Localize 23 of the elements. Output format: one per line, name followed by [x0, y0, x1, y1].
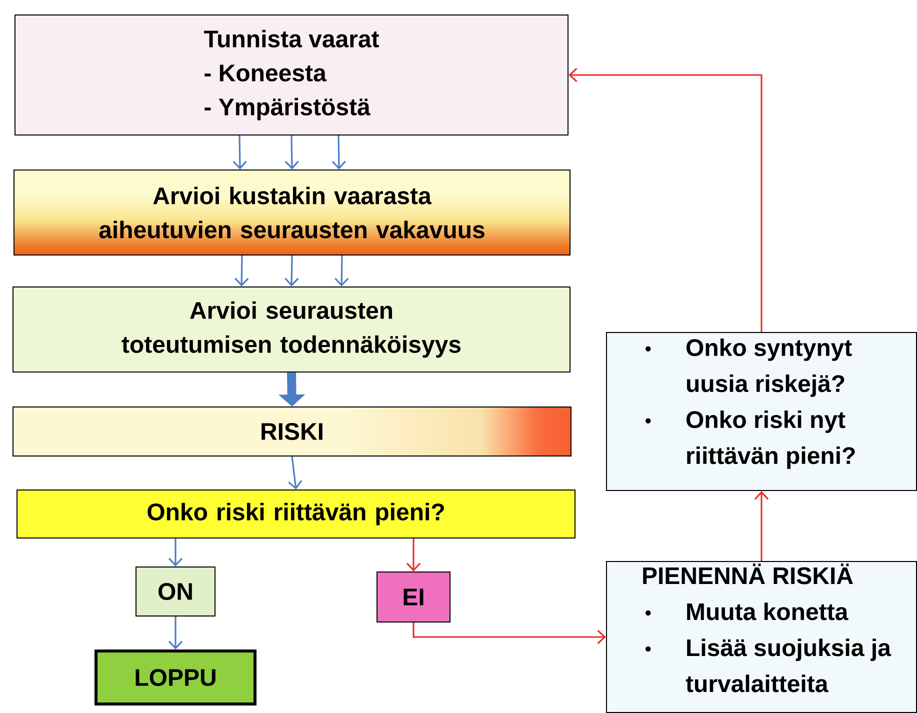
- answer-box: ON: [136, 566, 216, 616]
- arrow: [232, 136, 247, 170]
- process-box: Arvioi kustakin vaarasta aiheutuvien seurausten vakavuus: [14, 170, 570, 256]
- arrow: [284, 136, 299, 170]
- risk-bar: RISKI: [12, 406, 572, 456]
- arrow: [284, 256, 299, 286]
- decision-box: Onko riski riittävän pieni?: [16, 490, 576, 538]
- process-box: Tunnista vaarat - Koneesta - Ympäristöstä: [14, 14, 568, 136]
- answer-box: EI: [376, 572, 450, 622]
- arrow: [406, 538, 421, 572]
- process-box: Arvioi seurausten toteutumisen todennäköisyys: [12, 286, 570, 372]
- arrow: [412, 622, 606, 644]
- arrow: [168, 538, 183, 566]
- arrow: [334, 256, 349, 286]
- action-box: PIENENNÄ RISKIÄ Muuta konetta Lisää suojuksia ja turvalaitteita: [606, 561, 917, 713]
- arrow: [168, 616, 183, 650]
- check-box: Onko syntynyt uusia riskejä? Onko riski nyt riittävän pieni?: [606, 332, 917, 491]
- arrow: [332, 136, 346, 170]
- arrow: [754, 491, 769, 561]
- arrow: [234, 256, 249, 286]
- end-box: LOPPU: [94, 650, 256, 706]
- arrow: [568, 68, 762, 332]
- arrow: [288, 456, 302, 490]
